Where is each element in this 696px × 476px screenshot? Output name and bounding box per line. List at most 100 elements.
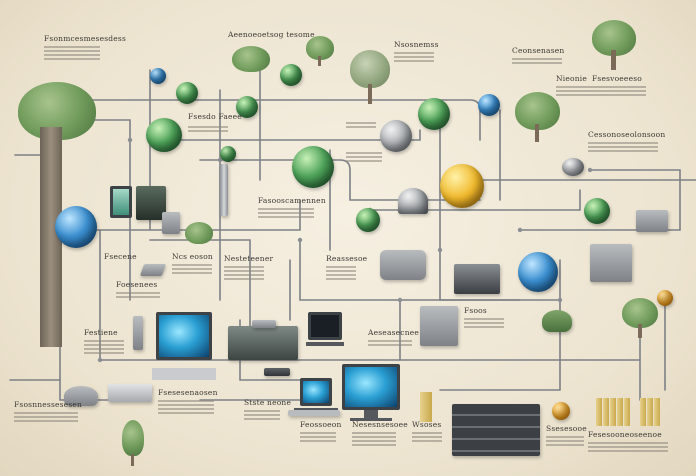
text-lines (244, 408, 280, 422)
text-lines (556, 84, 646, 98)
globe-icon (280, 64, 302, 86)
monitor-icon (152, 312, 216, 380)
large-tree-icon (10, 82, 100, 352)
globe-icon (418, 98, 450, 130)
label-top-left: Fsonmcesmesesdess (44, 34, 127, 43)
label-bottom-g: Fesesooneoseenoe (588, 430, 662, 439)
label-center: Fasooscamennen (258, 196, 326, 205)
router-icon (264, 368, 290, 376)
label-center-c: Reassesoe (326, 254, 368, 263)
microscope-icon (380, 250, 426, 280)
lightbulb-icon (440, 164, 484, 208)
text-lines (394, 50, 434, 64)
label-top-right-c: Fsesvoeeeso (592, 74, 642, 83)
globe-icon (236, 96, 258, 118)
text-lines (300, 430, 336, 444)
server-icon (252, 320, 276, 328)
label-top-right-a: Ceonsenasen (512, 46, 565, 55)
label-bottom-f: Ssesesooe (546, 424, 587, 433)
wire (169, 129, 421, 141)
globe-icon (518, 252, 558, 292)
tree-icon (515, 92, 560, 142)
text-lines (346, 150, 382, 164)
label-bottom-b: Stste neone (244, 398, 292, 407)
globe-icon (150, 68, 166, 84)
books-icon (640, 398, 664, 426)
label-bottom-e: Wsoses (412, 420, 442, 429)
text-lines (464, 316, 504, 330)
tree-icon (232, 46, 270, 74)
server-icon (636, 210, 668, 232)
server-icon (136, 186, 166, 220)
text-lines (224, 264, 264, 282)
satellite-dish-icon (398, 188, 428, 214)
globe-icon (584, 198, 610, 224)
text-lines (588, 140, 658, 154)
globe-icon (380, 120, 412, 152)
globe-icon (220, 146, 236, 162)
monitor-icon (306, 312, 344, 346)
tree-icon (122, 420, 144, 466)
wire (59, 339, 121, 401)
label-top-center: Aeenoeoetsog tesome (228, 30, 315, 39)
text-lines (84, 338, 124, 356)
label-left-a: Fsecene (104, 252, 137, 261)
monitor-icon (342, 364, 400, 421)
text-lines (412, 430, 442, 444)
label-bottom-d: Nesesnsesoee (352, 420, 408, 429)
wire (199, 159, 481, 201)
text-lines (352, 430, 396, 448)
label-center-a: Ncs eoson (172, 252, 213, 261)
label-left-b: Foesenees (116, 280, 158, 289)
text-lines (368, 338, 412, 348)
server-icon (452, 404, 540, 456)
text-lines (116, 290, 160, 300)
text-lines (44, 44, 100, 62)
lightbulb-icon (552, 402, 570, 420)
antenna-icon (133, 316, 143, 350)
globe-icon (478, 94, 500, 116)
label-center-b: Nesteteener (224, 254, 274, 263)
text-lines (188, 124, 228, 134)
satellite-dish-icon (542, 310, 572, 332)
globe-icon (146, 118, 182, 152)
label-mid-left: Fsesdo Faeee (188, 112, 242, 121)
tree-icon (185, 222, 213, 244)
text-lines (346, 120, 376, 130)
microscope-icon (454, 264, 500, 294)
wire (439, 259, 561, 391)
text-lines (512, 56, 562, 66)
text-lines (172, 262, 212, 276)
satellite-dish-icon (139, 264, 167, 276)
lightbulb-icon (657, 290, 673, 306)
globe-icon (55, 206, 97, 248)
label-mid-right: Cessonoseolonsoon (588, 130, 666, 139)
text-lines (326, 264, 356, 282)
tree-icon (350, 50, 390, 105)
globe-icon (562, 158, 584, 176)
label-center-d: Aeseasecnee (368, 328, 420, 337)
satellite-dish-icon (108, 384, 152, 402)
text-lines (258, 206, 314, 220)
antenna-icon (220, 164, 228, 216)
monitor-icon (294, 378, 338, 412)
satellite-dish-icon (162, 212, 180, 234)
text-lines (14, 410, 78, 424)
satellite-dish-icon (64, 386, 98, 406)
text-lines (588, 440, 668, 454)
server-icon (590, 244, 632, 282)
label-bottom-a: Fsesesenaosen (158, 388, 218, 397)
tree-icon (622, 298, 658, 338)
books-icon (596, 398, 636, 426)
keyboard-icon (288, 410, 340, 416)
wire (439, 249, 521, 301)
tree-icon (306, 36, 334, 66)
books-icon (420, 392, 434, 422)
globe-icon (176, 82, 198, 104)
monitor-icon (110, 186, 132, 218)
server-icon (228, 326, 298, 360)
globe-icon (292, 146, 334, 188)
microscope-icon (420, 306, 458, 346)
wire (149, 239, 251, 331)
wire (59, 199, 301, 231)
